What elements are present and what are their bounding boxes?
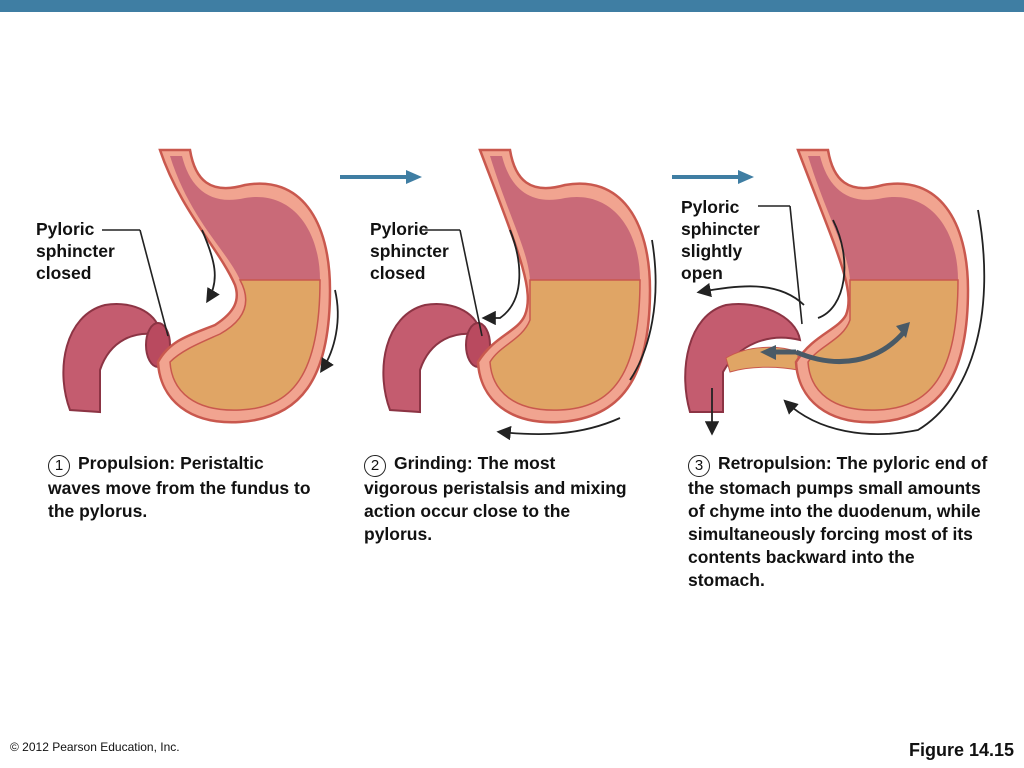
step-arrow-2-icon [672,170,754,184]
caption-text: Retropulsion: The pyloric end of the sto… [688,453,988,590]
stomach-diagram-2 [382,148,657,441]
pyloric-sphincter-label: Pyloric sphincter slightly open [681,197,760,283]
top-accent-bar [0,0,1024,12]
step-number-badge: 1 [48,455,70,477]
stomach-diagram-1 [62,148,339,424]
step-number-badge: 3 [688,455,710,477]
caption-text: Grinding: The most vigorous peristalsis … [364,453,627,544]
caption-text: Propulsion: Peristaltic waves move from … [48,453,311,521]
panel-grinding: Pyloric sphincter closed [350,140,680,441]
stomach-diagram-3 [684,148,986,436]
pyloric-sphincter-label: Pyloric sphincter closed [370,219,449,283]
panel-propulsion: Pyloric sphincter closed [30,140,360,440]
figure-number: Figure 14.15 [908,740,1014,760]
pyloric-sphincter-label: Pyloric sphincter closed [36,219,115,283]
copyright-notice: © 2012 Pearson Education, Inc. [10,740,180,754]
panel-retropulsion: Pyloric sphincter slightly open [668,140,998,440]
step-number-badge: 2 [364,455,386,477]
step-arrow-1-icon [340,170,422,184]
